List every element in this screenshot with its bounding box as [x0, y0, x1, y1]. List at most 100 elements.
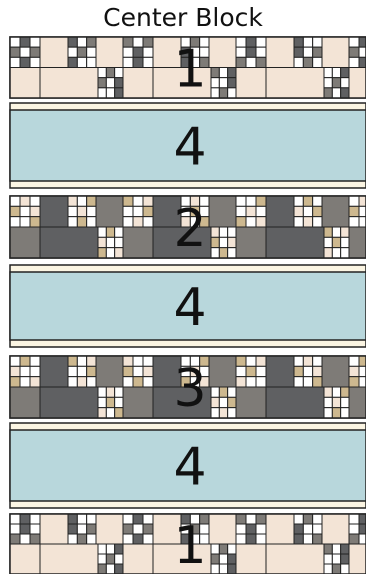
patch-square: [228, 78, 236, 88]
patch-square: [228, 227, 236, 237]
patch-square: [236, 356, 246, 366]
patch-square: [77, 534, 86, 544]
patch-square: [303, 57, 312, 67]
patch-square: [106, 227, 114, 237]
patch-square: [133, 514, 143, 524]
patch-square: [115, 68, 123, 78]
bar-piece: [40, 227, 98, 258]
patch-square: [87, 356, 96, 366]
patch-square: [313, 217, 322, 227]
patch-square: [68, 57, 77, 67]
patch-square: [98, 248, 106, 258]
bar-piece: [266, 514, 294, 544]
patch-square: [324, 78, 332, 88]
bar-piece: [236, 387, 266, 418]
patch-square: [68, 37, 77, 47]
patch-square: [228, 544, 236, 554]
patch-square: [303, 217, 312, 227]
patch-square: [77, 524, 86, 534]
patch-square: [332, 88, 340, 98]
patch-square: [313, 196, 322, 206]
patch-square: [30, 366, 40, 376]
patch-square: [123, 356, 133, 366]
patch-square: [256, 377, 266, 387]
patch-square: [246, 37, 256, 47]
patch-square: [20, 47, 30, 57]
bar-piece: [209, 196, 236, 227]
patch-square: [324, 397, 332, 407]
patch-square: [143, 514, 153, 524]
patch-square: [115, 237, 123, 247]
bar-piece: [266, 356, 294, 387]
patch-square: [30, 524, 40, 534]
bar-piece: [236, 544, 266, 574]
patch-square: [211, 227, 219, 237]
patch-square: [256, 524, 266, 534]
bar-piece: [266, 227, 324, 258]
patch-square: [341, 88, 349, 98]
patch-square: [303, 514, 312, 524]
patch-square: [115, 88, 123, 98]
patch-square: [98, 397, 106, 407]
patch-square: [256, 514, 266, 524]
patch-square: [106, 544, 114, 554]
patch-square: [359, 356, 366, 366]
bar-piece: [266, 196, 294, 227]
bar-piece: [40, 196, 68, 227]
patch-square: [246, 356, 256, 366]
patch-square: [228, 88, 236, 98]
patch-square: [236, 47, 246, 57]
patch-square: [341, 397, 349, 407]
patch-square: [133, 356, 143, 366]
bar-piece: [10, 544, 40, 574]
patch-square: [87, 514, 96, 524]
patch-square: [294, 524, 303, 534]
patch-square: [10, 37, 20, 47]
patch-square: [20, 206, 30, 216]
patch-square: [10, 366, 20, 376]
patch-square: [313, 366, 322, 376]
patch-square: [20, 37, 30, 47]
patch-square: [324, 237, 332, 247]
bar-piece: [123, 227, 153, 258]
patch-square: [30, 47, 40, 57]
patch-square: [294, 37, 303, 47]
bar-piece: [40, 514, 68, 544]
patch-square: [30, 514, 40, 524]
patch-square: [332, 387, 340, 397]
patch-square: [324, 248, 332, 258]
patch-square: [219, 68, 227, 78]
bar-piece: [349, 387, 366, 418]
patch-square: [246, 377, 256, 387]
patch-square: [30, 377, 40, 387]
patch-square: [219, 78, 227, 88]
patch-square: [246, 524, 256, 534]
patch-square: [30, 37, 40, 47]
patch-square: [10, 196, 20, 206]
patch-square: [143, 366, 153, 376]
patch-square: [303, 366, 312, 376]
patch-square: [246, 47, 256, 57]
bar-piece: [96, 514, 123, 544]
patch-square: [324, 387, 332, 397]
patch-square: [133, 206, 143, 216]
patch-square: [77, 356, 86, 366]
bar-piece: [40, 356, 68, 387]
bar-piece: [349, 227, 366, 258]
bar-piece: [322, 356, 349, 387]
patch-square: [349, 356, 359, 366]
patch-square: [20, 514, 30, 524]
bar-piece: [96, 37, 123, 68]
patch-square: [359, 377, 366, 387]
patch-square: [359, 217, 366, 227]
patch-square: [349, 377, 359, 387]
bar-piece: [40, 544, 98, 574]
patch-square: [77, 377, 86, 387]
patch-square: [359, 196, 366, 206]
patch-square: [77, 37, 86, 47]
patch-square: [341, 248, 349, 258]
patch-square: [313, 377, 322, 387]
patch-square: [332, 544, 340, 554]
patch-square: [359, 57, 366, 67]
